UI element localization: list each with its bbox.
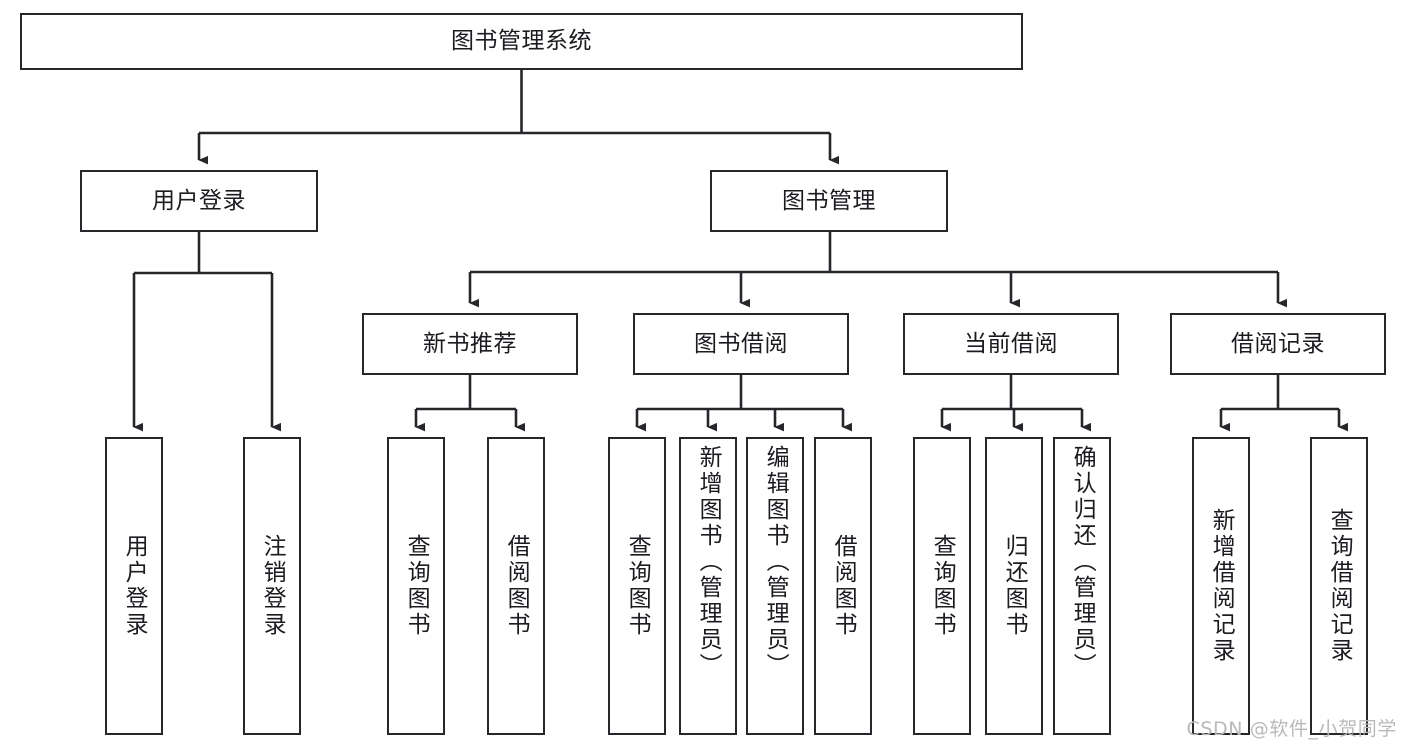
node-label: 当前借阅 [964, 330, 1058, 357]
node-label: 借阅记录 [1231, 330, 1325, 357]
node-leaf-user-login[interactable]: 用户登录 [105, 437, 163, 735]
node-leaf-add-borrow-record[interactable]: 新增借阅记录 [1192, 437, 1250, 735]
node-leaf-user-logout[interactable]: 注销登录 [243, 437, 301, 735]
node-label: 新书推荐 [423, 330, 517, 357]
node-label: 确认归还（管理员） [1069, 445, 1096, 679]
node-label: 查询借阅记录 [1326, 508, 1353, 664]
node-label: 查询图书 [403, 534, 430, 638]
node-label: 图书管理 [782, 187, 876, 214]
node-book-manage[interactable]: 图书管理 [710, 170, 948, 232]
node-label: 新增图书（管理员） [695, 445, 722, 679]
node-leaf-query-book-borrow[interactable]: 查询图书 [608, 437, 666, 735]
node-borrow-record[interactable]: 借阅记录 [1170, 313, 1386, 375]
node-label: 图书借阅 [694, 330, 788, 357]
node-leaf-confirm-return-admin[interactable]: 确认归还（管理员） [1053, 437, 1111, 735]
node-label: 归还图书 [1001, 534, 1028, 638]
node-leaf-borrow-book[interactable]: 借阅图书 [814, 437, 872, 735]
csdn-watermark: CSDN @软件_小贺同学 [1186, 718, 1397, 740]
node-leaf-edit-book-admin[interactable]: 编辑图书（管理员） [746, 437, 804, 735]
node-leaf-query-book-current[interactable]: 查询图书 [913, 437, 971, 735]
node-label: 借阅图书 [830, 534, 857, 638]
node-book-borrow[interactable]: 图书借阅 [633, 313, 849, 375]
node-leaf-query-book-recommend[interactable]: 查询图书 [387, 437, 445, 735]
node-label: 查询图书 [929, 534, 956, 638]
node-leaf-query-borrow-record[interactable]: 查询借阅记录 [1310, 437, 1368, 735]
node-label: 注销登录 [259, 534, 286, 638]
node-label: 新增借阅记录 [1208, 508, 1235, 664]
node-label: 借阅图书 [503, 534, 530, 638]
node-label: 图书管理系统 [451, 28, 592, 55]
node-root-system[interactable]: 图书管理系统 [20, 13, 1023, 70]
node-leaf-return-book[interactable]: 归还图书 [985, 437, 1043, 735]
node-leaf-add-book-admin[interactable]: 新增图书（管理员） [679, 437, 737, 735]
node-user-login[interactable]: 用户登录 [80, 170, 318, 232]
node-current-borrow[interactable]: 当前借阅 [903, 313, 1119, 375]
node-new-book-recommendation[interactable]: 新书推荐 [362, 313, 578, 375]
node-label: 编辑图书（管理员） [762, 445, 789, 679]
node-label: 查询图书 [624, 534, 651, 638]
node-leaf-borrow-book-recommend[interactable]: 借阅图书 [487, 437, 545, 735]
node-label: 用户登录 [152, 187, 246, 214]
node-label: 用户登录 [121, 534, 148, 638]
